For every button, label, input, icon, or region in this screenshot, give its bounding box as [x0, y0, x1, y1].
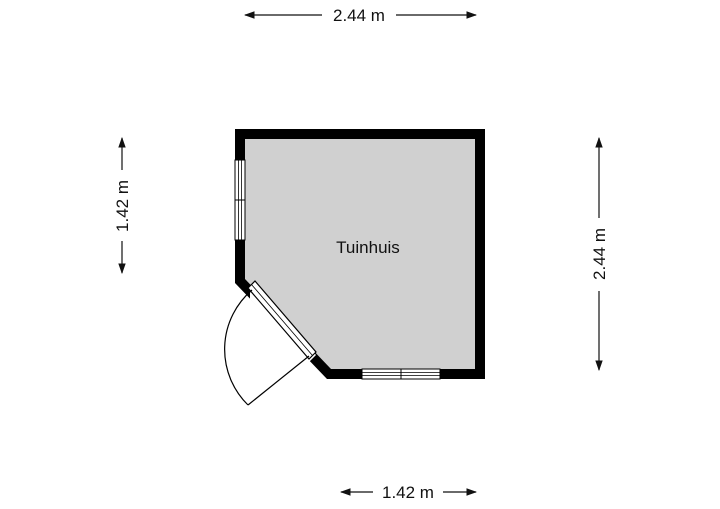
- window-left: [234, 159, 246, 241]
- room-label: Tuinhuis: [336, 238, 400, 257]
- dimension-top: 2.44 m: [243, 6, 478, 25]
- window-bottom: [361, 368, 441, 380]
- dimension-top-label: 2.44 m: [333, 6, 385, 25]
- door-swing-arc: [224, 289, 253, 406]
- dimension-right-label: 2.44 m: [590, 228, 609, 280]
- dimension-bottom: 1.42 m: [339, 483, 478, 502]
- dimension-bottom-label: 1.42 m: [382, 483, 434, 502]
- door-leaf: [247, 355, 310, 406]
- room-floor: [245, 139, 475, 369]
- dimension-left: 1.42 m: [113, 136, 132, 275]
- door-diagonal: [224, 280, 317, 406]
- dimension-left-label: 1.42 m: [113, 180, 132, 232]
- room: [235, 129, 485, 379]
- dimension-right: 2.44 m: [590, 136, 609, 372]
